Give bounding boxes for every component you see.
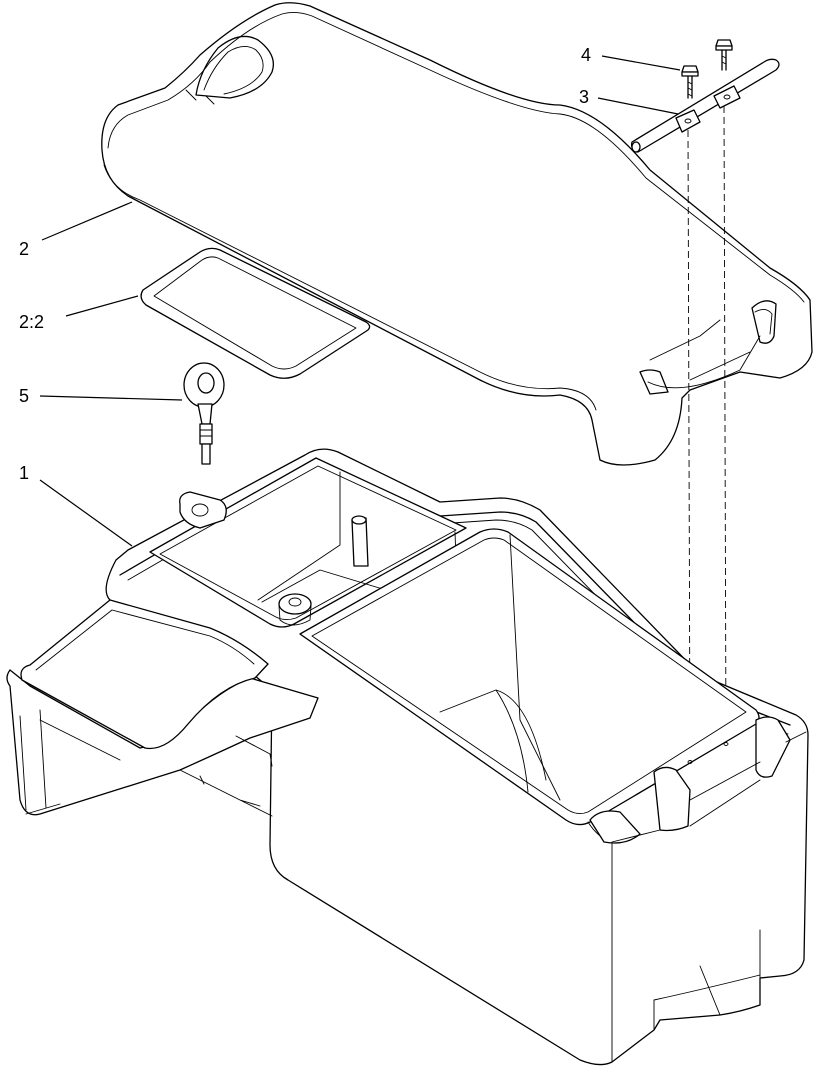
leader-line-3 (597, 97, 679, 115)
latch-rod-part (630, 58, 780, 153)
callout-2: 2 (19, 239, 29, 259)
leader-line-4 (601, 55, 681, 71)
callout-5: 5 (19, 386, 29, 406)
lid-part (101, 2, 813, 466)
alignment-line-left (687, 129, 691, 761)
leader-line-2-2 (65, 295, 139, 317)
callout-2-2: 2:2 (19, 312, 44, 332)
gasket-part (140, 247, 371, 379)
callout-4: 4 (581, 45, 591, 65)
leader-line-1 (39, 479, 133, 547)
callout-1: 1 (19, 463, 29, 483)
leader-line-2 (41, 201, 133, 241)
callout-3: 3 (579, 87, 589, 107)
leader-line-5 (39, 395, 183, 401)
eye-bolt-part (183, 362, 225, 465)
alignment-line-right (723, 105, 727, 743)
base-housing-part (6, 448, 809, 1066)
screw-part (681, 39, 733, 99)
